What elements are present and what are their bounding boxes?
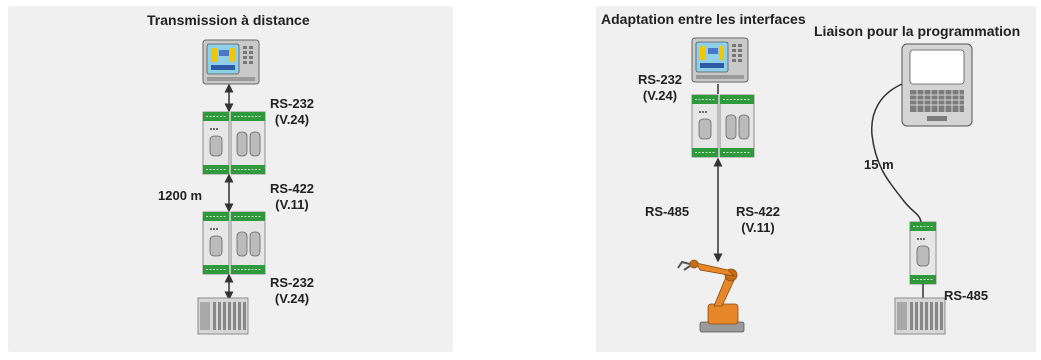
converter-module-icon [202,211,230,275]
label-line: RS-232 [269,275,315,290]
label-rs232-bottom: RS-232 (V.24) [262,275,322,307]
laptop-icon [901,43,973,127]
plc-icon [197,297,249,335]
title-remote-transmission: Transmission à distance [147,12,310,28]
label-rs485-plc: RS-485 [944,288,989,303]
label-rs422: RS-422 (V.11) [262,181,322,213]
converter-module-icon [719,94,755,158]
operator-panel-icon [691,37,749,83]
converter-module-icon [202,111,230,175]
label-line: RS-422 [269,181,315,196]
converter-module-icon [691,94,719,158]
label-rs232-top: RS-232 (V.24) [262,96,322,128]
label-line: (V.24) [274,291,310,306]
programming-cable [871,83,922,223]
operator-panel-icon [202,39,260,85]
converter-module-icon [909,221,937,285]
converter-module-icon [230,111,266,175]
label-line: (V.11) [741,220,775,235]
label-line: RS-232 [269,96,315,111]
label-line: (V.11) [275,197,309,212]
label-line: RS-232 [637,72,683,87]
label-rs485: RS-485 [645,204,690,219]
label-rs232-right: RS-232 (V.24) [632,72,688,104]
label-line: (V.24) [642,88,678,103]
industrial-robot-icon [677,259,745,333]
converter-module-icon [230,211,266,275]
plc-icon [894,297,946,335]
title-interface-adaptation: Adaptation entre les interfaces [601,11,806,27]
label-rs422-right: RS-422 (V.11) [728,204,788,236]
label-distance: 1200 m [158,188,203,203]
title-programming-link: Liaison pour la programmation [814,23,1021,39]
label-cable-length: 15 m [864,157,894,172]
label-line: RS-422 [735,204,781,219]
label-line: (V.24) [274,112,310,127]
